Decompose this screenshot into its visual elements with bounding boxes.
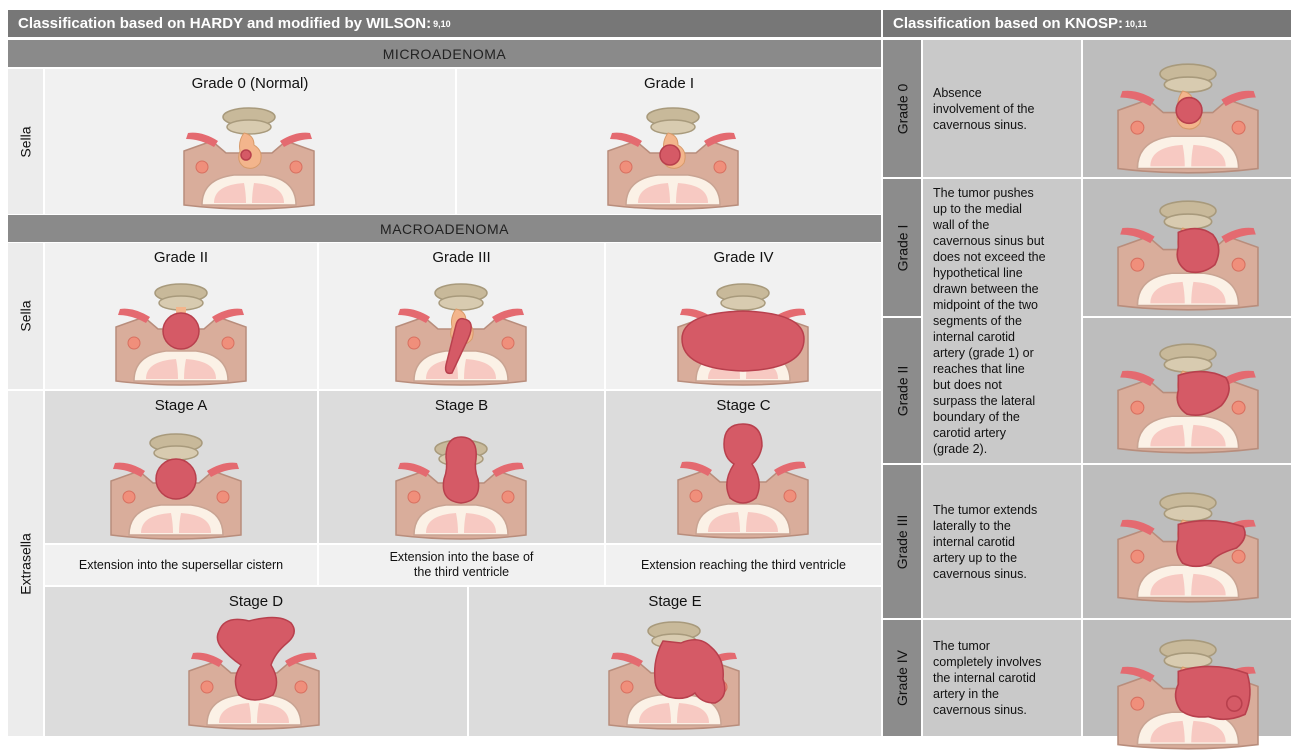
knosp-header-text: Classification based on KNOSP:	[893, 15, 1123, 32]
knosp-grade-2-image-cell	[1083, 318, 1291, 463]
stage-c-caption: Extension reaching the third ventricle	[606, 545, 881, 585]
knosp-grade-1-label: Grade I	[883, 179, 921, 316]
knosp-header: Classification based on KNOSP: 10,11	[883, 10, 1291, 37]
wilson-header: Classification based on HARDY and modifi…	[8, 10, 881, 37]
knosp-grade-2-text: Grade II	[894, 365, 910, 416]
stage-d-title: Stage D	[45, 593, 467, 610]
macroadenoma-label: MACROADENOMA	[380, 221, 509, 237]
grade-0-normal-cell: Grade 0 (Normal)	[45, 69, 455, 214]
extrasella-side-label: Extrasella	[8, 391, 43, 736]
grade-0-title: Grade 0 (Normal)	[45, 75, 455, 92]
stage-e-title: Stage E	[469, 593, 881, 610]
knosp-grade-2-illustration	[1107, 328, 1269, 455]
grade-2-illustration	[106, 269, 256, 387]
stage-a-cell: Stage A	[45, 391, 317, 543]
knosp-grade-0-description: Absence involvement of the cavernous sin…	[923, 40, 1081, 177]
knosp-grade-3-label: Grade III	[883, 465, 921, 618]
stage-c-cell: Stage C	[606, 391, 881, 543]
stage-e-illustration	[579, 613, 769, 731]
grade-1-title: Grade I	[457, 75, 881, 92]
stage-c-illustration	[668, 421, 818, 541]
stage-c-title: Stage C	[606, 397, 881, 414]
stage-e-cell: Stage E	[469, 587, 881, 736]
knosp-grade-3-description: The tumor extends laterally to the inter…	[923, 465, 1081, 618]
microadenoma-label: MICROADENOMA	[383, 46, 506, 62]
macroadenoma-band: MACROADENOMA	[8, 215, 881, 242]
knosp-grade-1-image-cell	[1083, 179, 1291, 316]
microadenoma-band: MICROADENOMA	[8, 40, 881, 67]
knosp-grade-4-label: Grade IV	[883, 620, 921, 736]
knosp-grade-2-label: Grade II	[883, 318, 921, 463]
extrasella-label: Extrasella	[18, 533, 34, 594]
stage-d-cell: Stage D	[45, 587, 467, 736]
grade-3-illustration	[386, 269, 536, 387]
grade-0-illustration	[174, 93, 324, 211]
knosp-grade-3-text: Grade III	[894, 514, 910, 568]
knosp-grade-4-description: The tumor completely involves the intern…	[923, 620, 1081, 736]
stage-b-cell: Stage B	[319, 391, 604, 543]
knosp-grade-3-illustration	[1107, 477, 1269, 604]
stage-d-illustration	[179, 613, 329, 731]
knosp-grade-0-illustration	[1107, 48, 1269, 175]
grade-3-cell: Grade III	[319, 243, 604, 389]
sella-label: Sella	[17, 300, 33, 331]
wilson-header-ref: 9,10	[433, 19, 451, 29]
sella-label: Sella	[17, 126, 33, 157]
grade-1-cell: Grade I	[457, 69, 881, 214]
knosp-grade-1-illustration	[1107, 185, 1269, 312]
stage-a-illustration	[101, 423, 251, 541]
grade-2-cell: Grade II	[45, 243, 317, 389]
stage-a-title: Stage A	[45, 397, 317, 414]
knosp-grade-0-image-cell	[1083, 40, 1291, 177]
knosp-header-ref: 10,11	[1125, 19, 1147, 29]
knosp-grade-0-text: Grade 0	[894, 83, 910, 134]
knosp-grade-4-illustration	[1107, 624, 1269, 751]
stage-b-illustration	[386, 423, 536, 541]
stage-b-title: Stage B	[319, 397, 604, 414]
stage-b-caption: Extension into the base of the third ven…	[319, 545, 604, 585]
knosp-grade-3-image-cell	[1083, 465, 1291, 618]
knosp-grade-1-text: Grade I	[894, 224, 910, 271]
knosp-grade-4-image-cell	[1083, 620, 1291, 736]
knosp-grade-1-2-description: The tumor pushes up to the medial wall o…	[923, 179, 1081, 463]
grade-2-title: Grade II	[45, 249, 317, 266]
wilson-header-text: Classification based on HARDY and modifi…	[18, 15, 431, 32]
stage-a-caption: Extension into the supersellar cistern	[45, 545, 317, 585]
knosp-grade-0-label: Grade 0	[883, 40, 921, 177]
grade-4-title: Grade IV	[606, 249, 881, 266]
grade-4-cell: Grade IV	[606, 243, 881, 389]
sella-side-label-micro: Sella	[8, 69, 43, 214]
grade-1-illustration	[598, 93, 748, 211]
knosp-grade-4-text: Grade IV	[894, 650, 910, 706]
sella-side-label-macro: Sella	[8, 243, 43, 389]
grade-3-title: Grade III	[319, 249, 604, 266]
grade-4-illustration	[668, 269, 818, 387]
